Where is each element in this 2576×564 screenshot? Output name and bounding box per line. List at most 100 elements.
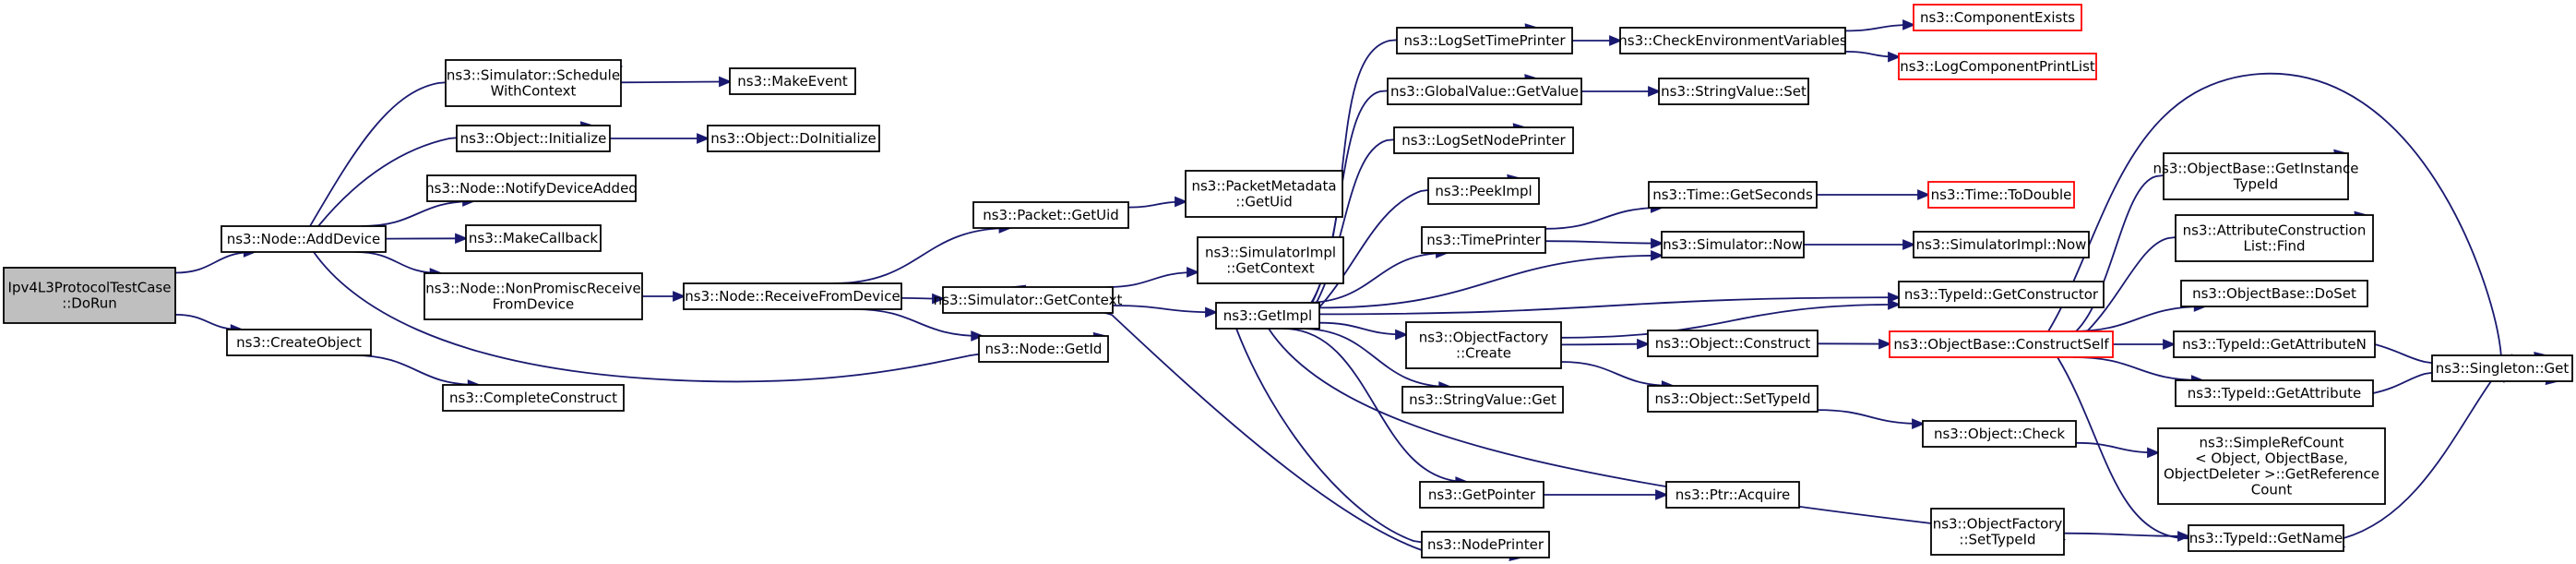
edge-objSetTypeId-to-objCheck xyxy=(1817,409,1926,429)
node-gvGetValue[interactable]: ns3::GlobalValue::GetValue xyxy=(1387,78,1582,105)
edge-packetGetUid-to-pmGetUid xyxy=(1127,196,1188,209)
node-ofSetTypeId[interactable]: ns3::ObjectFactory::SetTypeId xyxy=(1930,508,2065,556)
node-label: ns3::Node::AddDevice xyxy=(227,231,381,247)
node-label: ns3::MakeCallback xyxy=(469,230,598,246)
edge-recvFromDev-to-getContext xyxy=(900,293,946,305)
node-timeToDouble[interactable]: ns3::Time::ToDouble xyxy=(1927,181,2075,209)
edge-constructSelf-to-getAttributeN xyxy=(2113,339,2176,350)
node-logSetTime[interactable]: ns3::LogSetTimePrinter xyxy=(1396,27,1573,54)
node-label: ns3::GetImpl xyxy=(1223,307,1312,324)
edge-getContext-to-simImplGetContext xyxy=(1106,267,1200,288)
node-objCheck[interactable]: ns3::Object::Check xyxy=(1922,420,2077,448)
node-label: ::Create xyxy=(1456,345,1511,362)
node-box xyxy=(1898,53,2097,80)
edge-schedule-to-makeEvent xyxy=(620,76,733,88)
node-notifyDev[interactable]: ns3::Node::NotifyDeviceAdded xyxy=(425,174,638,202)
node-svSet[interactable]: ns3::StringValue::Set xyxy=(1658,78,1809,105)
node-label: ns3::Simulator::GetContext xyxy=(934,292,1123,308)
node-box xyxy=(1647,330,1819,357)
node-nodePrinter[interactable]: ns3::NodePrinter xyxy=(1421,531,1550,558)
node-getAttributeN[interactable]: ns3::TypeId::GetAttributeN xyxy=(2173,330,2376,358)
node-label: ns3::TypeId::GetConstructor xyxy=(1904,286,2099,303)
node-makeCallback[interactable]: ns3::MakeCallback xyxy=(465,224,602,252)
node-completeConstruct[interactable]: ns3::CompleteConstruct xyxy=(442,384,625,412)
node-typeIdGetName[interactable]: ns3::TypeId::GetName xyxy=(2188,524,2344,552)
node-typeIdGetConstructor[interactable]: ns3::TypeId::GetConstructor xyxy=(1898,281,2105,308)
node-getContext[interactable]: ns3::Simulator::GetContext xyxy=(934,286,1123,314)
node-label: ns3::TimePrinter xyxy=(1426,232,1541,248)
node-getAttribute[interactable]: ns3::TypeId::GetAttribute xyxy=(2175,379,2374,407)
node-label: ns3::TypeId::GetName xyxy=(2189,530,2343,546)
node-packetGetUid[interactable]: ns3::Packet::GetUid xyxy=(972,201,1129,229)
node-box xyxy=(1889,330,2114,358)
node-timePrinter[interactable]: ns3::TimePrinter xyxy=(1421,226,1546,254)
node-peekImpl[interactable]: ns3::PeekImpl xyxy=(1427,177,1540,205)
node-box xyxy=(1927,181,2075,209)
node-ptrAcquire[interactable]: ns3::Ptr::Acquire xyxy=(1665,481,1800,509)
node-box xyxy=(1215,302,1320,330)
edge-ofCreate-to-typeIdGetConstructor xyxy=(1560,299,1902,339)
node-simImplNow[interactable]: ns3::SimulatorImpl::Now xyxy=(1913,231,2090,258)
edge-getImpl-to-typeIdGetConstructor xyxy=(1318,292,1902,316)
node-getImpl[interactable]: ns3::GetImpl xyxy=(1215,302,1320,330)
node-label: ns3::StringValue::Get xyxy=(1409,391,1556,408)
node-timeGetSeconds[interactable]: ns3::Time::GetSeconds xyxy=(1648,181,1818,209)
node-simpleRefCount[interactable]: ns3::SimpleRefCount< Object, ObjectBase,… xyxy=(2157,427,2386,505)
node-objInit[interactable]: ns3::Object::Initialize xyxy=(456,125,611,152)
node-objSetTypeId[interactable]: ns3::Object::SetTypeId xyxy=(1647,385,1819,413)
node-label: ns3::Node::ReceiveFromDevice xyxy=(685,288,900,305)
node-addDevice[interactable]: ns3::Node::AddDevice xyxy=(221,225,387,253)
node-createObject[interactable]: ns3::CreateObject xyxy=(226,329,372,356)
node-logSetNode[interactable]: ns3::LogSetNodePrinter xyxy=(1393,126,1574,154)
node-singletonGet[interactable]: ns3::Singleton::Get xyxy=(2431,354,2573,382)
node-makeEvent[interactable]: ns3::MakeEvent xyxy=(729,67,856,95)
node-recvFromDev[interactable]: ns3::Node::ReceiveFromDevice xyxy=(683,282,902,310)
node-compExists[interactable]: ns3::ComponentExists xyxy=(1913,4,2082,31)
node-label: ns3::CreateObject xyxy=(236,334,362,351)
node-label: ns3::CheckEnvironmentVariables xyxy=(1618,32,1847,49)
node-label: ns3::Object::DoInitialize xyxy=(710,130,876,147)
node-logCompPrint[interactable]: ns3::LogComponentPrintList xyxy=(1898,53,2097,80)
node-checkEnv[interactable]: ns3::CheckEnvironmentVariables xyxy=(1618,27,1847,54)
node-simNow[interactable]: ns3::Simulator::Now xyxy=(1661,231,1805,258)
node-ofCreate[interactable]: ns3::ObjectFactory::Create xyxy=(1405,321,1562,369)
node-constructSelf[interactable]: ns3::ObjectBase::ConstructSelf xyxy=(1889,330,2114,358)
node-label: ns3::NodePrinter xyxy=(1427,536,1544,553)
node-box xyxy=(423,272,643,320)
node-label: ns3::Ptr::Acquire xyxy=(1676,486,1790,503)
node-getPointer[interactable]: ns3::GetPointer xyxy=(1419,481,1544,509)
node-box xyxy=(1427,177,1540,205)
node-label: Count xyxy=(2251,482,2293,498)
node-nodeGetId[interactable]: ns3::Node::GetId xyxy=(978,335,1109,363)
node-label: ns3::Object::Check xyxy=(1934,426,2065,442)
edge-nonPromisc-to-recvFromDev xyxy=(642,291,686,302)
node-box xyxy=(1396,27,1573,54)
node-pmGetUid[interactable]: ns3::PacketMetadata::GetUid xyxy=(1185,170,1343,218)
node-doInit[interactable]: ns3::Object::DoInitialize xyxy=(707,125,880,152)
node-label: ns3::TypeId::GetAttributeN xyxy=(2182,336,2367,353)
node-box xyxy=(2157,427,2386,505)
node-obDoSet[interactable]: ns3::ObjectBase::DoSet xyxy=(2180,280,2368,307)
node-box xyxy=(683,282,902,310)
node-root[interactable]: Ipv4L3ProtocolTestCase::DoRun xyxy=(3,267,176,324)
node-objConstruct[interactable]: ns3::Object::Construct xyxy=(1647,330,1819,357)
node-label: ns3::Simulator::Schedule xyxy=(447,67,620,84)
node-svGet[interactable]: ns3::StringValue::Get xyxy=(1401,386,1564,414)
node-box xyxy=(1185,170,1343,218)
node-box xyxy=(729,67,856,95)
node-box xyxy=(1648,181,1818,209)
edge-logSetTime-to-checkEnv xyxy=(1572,35,1623,46)
node-box xyxy=(442,384,625,412)
node-label: ns3::ObjectBase::ConstructSelf xyxy=(1893,336,2109,353)
node-simImplGetContext[interactable]: ns3::SimulatorImpl::GetContext xyxy=(1197,236,1344,284)
node-box xyxy=(1619,27,1846,54)
node-label: ns3::CompleteConstruct xyxy=(449,390,617,406)
node-label: WithContext xyxy=(491,83,577,100)
node-box xyxy=(1419,481,1544,509)
node-box xyxy=(1387,78,1582,105)
